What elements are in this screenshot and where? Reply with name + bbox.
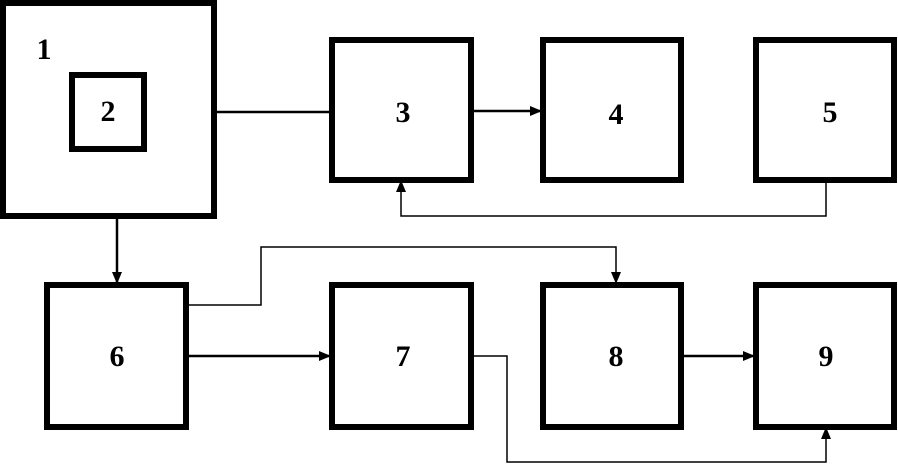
node-8: 8 (540, 282, 684, 430)
node-2: 2 (69, 72, 147, 152)
edge-5-to-3 (396, 180, 827, 217)
node-3: 3 (329, 37, 474, 183)
node-7-label: 7 (396, 340, 411, 373)
node-2-label: 2 (101, 95, 116, 128)
node-8-label: 8 (609, 340, 624, 373)
node-9: 9 (753, 282, 897, 430)
node-5-label: 5 (823, 96, 838, 129)
node-6: 6 (44, 282, 189, 430)
node-1-label: 1 (37, 33, 52, 66)
node-4: 4 (540, 37, 684, 183)
edge-6-to-8 (188, 246, 621, 306)
node-6-label: 6 (110, 340, 125, 373)
node-7: 7 (329, 282, 474, 430)
node-9-label: 9 (819, 340, 834, 373)
edge-7-to-9 (472, 355, 831, 463)
node-3-label: 3 (396, 96, 411, 129)
node-1: 1 (0, 0, 217, 219)
node-4-label: 4 (609, 98, 624, 131)
node-5: 5 (753, 37, 897, 183)
